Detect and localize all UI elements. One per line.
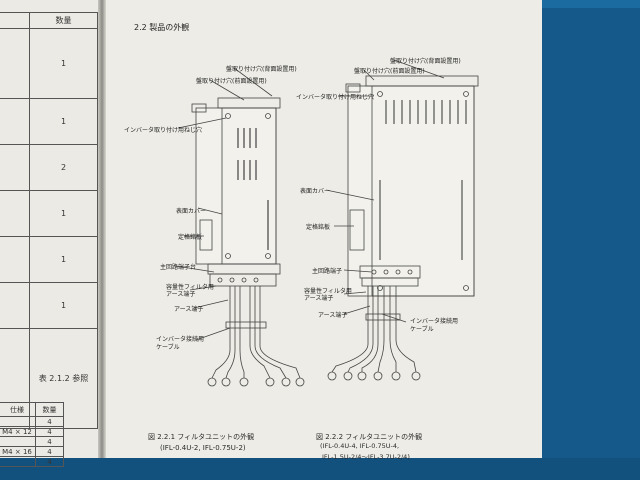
filter-unit-drawings [175,59,479,387]
table-header-quantity: 数量 [29,12,98,29]
table-header-qty: 数量 [35,402,64,417]
table-cell: 4 [35,436,64,447]
label-inverter-screw-hole: インバータ取り付け用ねじ穴 [296,94,375,101]
table-cell: 1 [29,190,98,237]
table-cell: 1 [29,28,98,99]
label-rating-plate: 定格銘板 [306,224,331,231]
table-cell: M4 × 12 [0,426,36,437]
label-inverter-screw-hole: インバータ取り付け用ねじ穴 [124,127,203,134]
table-cell: 1 [29,236,98,283]
figure-caption: 図 2.2.2 フィルタユニットの外観 [316,433,423,441]
label-main-terminal: 主回路端子 [312,268,343,275]
label-earth-terminal: アース端子 [174,306,204,313]
book-gutter [98,0,106,480]
table-cell [0,416,36,427]
table-cell: 1 [29,282,98,329]
label-earth-terminal: アース端子 [318,312,348,319]
table-cell: 4 [35,426,64,437]
figure-models: (IFL-0.4U-4, IFL-0.75U-4, [320,442,400,450]
quantity-table: 数量 1 1 2 1 1 1 表 2.1.2 参照 [0,12,98,429]
table-cell [0,456,36,467]
label-rating-plate: 定格銘板 [178,234,203,241]
label-capacitive-filter-terminal: 容量性フィルタ用 アース端子 [304,288,352,302]
table-cell [0,436,36,447]
table-cell: 4 [35,446,64,457]
figure-models: IFL-1.5U-2/4～IFL-3.7U-2/4) [322,453,410,461]
table-cell-note: 表 2.1.2 参照 [29,328,98,429]
label-main-terminal: 主回路端子台 [160,264,197,271]
label-mount-holes-front: 盤取り付け穴(前面設置用) [354,68,425,75]
figure-models: (IFL-0.4U-2, IFL-0.75U-2) [160,444,246,452]
table-cell: 2 [29,144,98,191]
binder-cover-bottom [0,458,640,480]
label-mount-holes-front: 盤取り付け穴(前面設置用) [196,78,267,85]
table-cell: M4 × 16 [0,446,36,457]
label-mount-holes-back: 盤取り付け穴(背面設置用) [226,66,297,73]
label-surface-cover: 表面カバー [300,188,331,195]
label-capacitive-filter-terminal: 容量性フィルタ用 アース端子 [166,284,214,298]
section-title: 2.2 製品の外観 [134,23,190,32]
filter-unit-large-drawing [325,59,479,381]
label-inverter-cable: インバータ接続用 ケーブル [410,318,459,333]
table-cell: 1 [29,98,98,145]
filter-unit-small-drawing [175,67,305,387]
figure-caption: 図 2.2.1 フィルタユニットの外観 [148,433,255,441]
label-inverter-cable: インバータ接続用 ケーブル [156,336,205,351]
label-surface-cover: 表面カバー [176,208,207,215]
label-mount-holes-back: 盤取り付け穴(背面設置用) [390,58,461,65]
table-cell: 4 [35,456,64,467]
table-cell: 4 [35,416,64,427]
table-header-spec: 仕様 [0,402,36,417]
